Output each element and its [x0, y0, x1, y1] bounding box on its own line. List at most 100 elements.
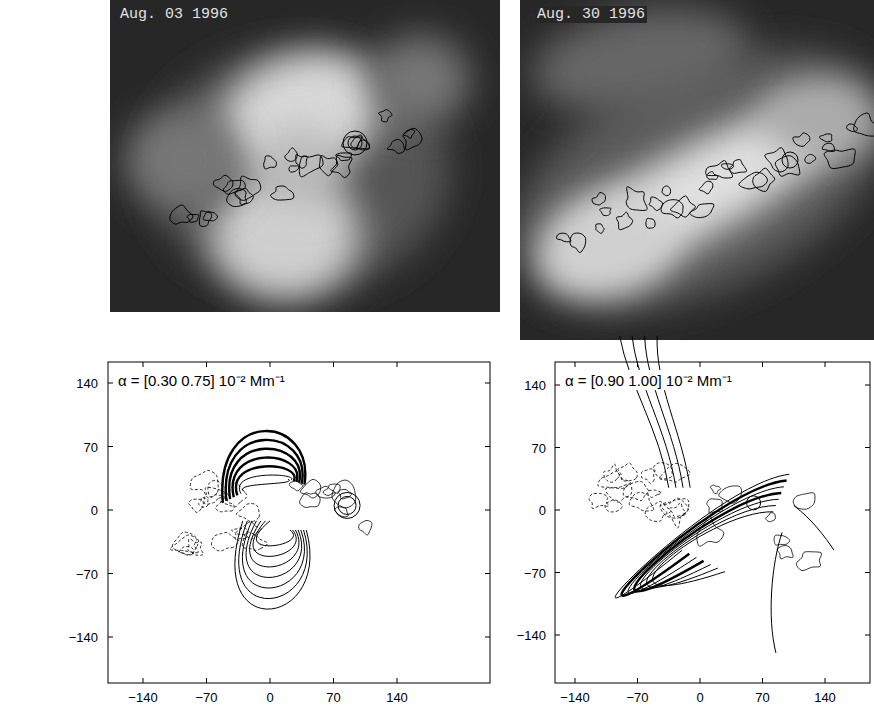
tick-label: 70	[530, 440, 548, 455]
magnetogram-contour	[847, 124, 858, 132]
tick-label: 70	[82, 439, 100, 454]
tick-mark	[555, 510, 560, 511]
magnetogram-contour	[660, 499, 689, 528]
magnetogram-contour	[215, 498, 234, 512]
tick-label: −70	[624, 690, 650, 705]
xray-glow	[370, 35, 470, 125]
xray-image	[110, 0, 500, 312]
magnetogram-contour	[316, 486, 335, 498]
tick-label: −70	[74, 566, 100, 581]
alpha-range: α = [0.30 0.75] 10⁻² Mm⁻¹	[116, 370, 287, 390]
tick-mark	[143, 678, 144, 683]
field-line	[620, 336, 669, 488]
tick-label: 140	[384, 690, 410, 705]
image-ground	[110, 0, 500, 312]
tick-mark	[575, 678, 576, 683]
magnetogram-contour	[403, 128, 422, 150]
tick-mark	[108, 637, 113, 638]
tick-mark	[143, 362, 144, 367]
magnetogram-contour	[623, 481, 648, 500]
date-label: Aug. 03 1996	[118, 6, 230, 23]
magnetogram-contour	[387, 139, 404, 153]
xray-image	[520, 0, 874, 340]
field-line	[771, 532, 782, 653]
magnetogram-contour	[753, 168, 775, 191]
field-line-plot	[555, 336, 870, 683]
tick-mark	[865, 572, 870, 573]
magnetogram-contour	[343, 131, 367, 155]
field-line	[622, 481, 787, 596]
tick-label: −140	[558, 690, 591, 705]
tick-label: 140	[522, 378, 548, 393]
tick-mark	[555, 385, 560, 386]
magnetogram-contour	[264, 156, 277, 169]
magnetogram-contour	[699, 181, 713, 194]
tick-label: −140	[67, 630, 100, 645]
tick-mark	[825, 678, 826, 683]
tick-mark	[555, 572, 560, 573]
field-line	[222, 431, 305, 503]
field-line	[645, 336, 683, 488]
tick-label: 0	[264, 690, 275, 705]
tick-mark	[700, 678, 701, 683]
field-line	[250, 521, 299, 567]
magnetogram-contour	[600, 208, 611, 216]
tick-label: 0	[537, 503, 548, 518]
tick-label: 70	[753, 690, 771, 705]
tick-mark	[485, 446, 490, 447]
magnetogram-contour	[629, 493, 653, 511]
tick-label: 0	[694, 690, 705, 705]
magnetogram-contour	[796, 552, 821, 571]
field-line	[226, 440, 303, 501]
magnetogram-contour	[236, 504, 259, 522]
tick-label: −70	[193, 690, 219, 705]
magnetogram-contour	[331, 155, 352, 177]
magnetogram-contour	[616, 212, 632, 230]
field-line	[256, 521, 293, 546]
tick-label: −70	[522, 565, 548, 580]
magnetogram-contour	[211, 532, 238, 551]
tick-label: 140	[812, 690, 838, 705]
plot-frame	[108, 362, 490, 683]
tick-mark	[333, 678, 334, 683]
field-line	[229, 449, 300, 499]
tick-mark	[555, 635, 560, 636]
magnetogram-contour	[271, 186, 294, 200]
magnetogram-contour	[661, 200, 683, 218]
field-line	[242, 521, 304, 588]
magnetogram-contour	[645, 502, 671, 522]
tick-mark	[762, 678, 763, 683]
magnetogram-contour	[793, 133, 810, 146]
magnetogram-contour	[359, 520, 372, 535]
tick-mark	[108, 446, 113, 447]
tick-mark	[825, 362, 826, 367]
magnetogram-contour	[235, 176, 261, 200]
magnetogram-contour	[765, 148, 788, 172]
magnetogram-contour	[854, 113, 874, 136]
magnetogram-contour	[589, 493, 608, 508]
magnetogram-contour	[690, 204, 714, 218]
magnetogram-contour	[592, 193, 605, 206]
magnetogram-contour	[338, 496, 356, 514]
magnetogram-contour	[604, 464, 620, 482]
magnetogram-contour	[641, 469, 655, 484]
field-line	[246, 521, 302, 578]
magnetogram-contour	[646, 218, 655, 228]
magnetogram-contour	[190, 470, 218, 498]
magnetogram-contour	[187, 214, 199, 222]
magnetogram-contour	[570, 233, 586, 253]
field-line	[640, 499, 778, 589]
magnetogram-contour	[188, 539, 203, 556]
tick-mark	[108, 383, 113, 384]
magnetogram-contour	[774, 535, 790, 545]
field-line	[235, 521, 310, 609]
magnetogram-contour	[289, 166, 299, 172]
field-line	[236, 466, 295, 495]
field-line	[794, 506, 834, 551]
tick-mark	[108, 510, 113, 511]
tick-mark	[637, 678, 638, 683]
magnetogram-contour	[334, 492, 360, 518]
tick-mark	[555, 447, 560, 448]
xray-glow	[529, 179, 690, 312]
tick-mark	[865, 385, 870, 386]
